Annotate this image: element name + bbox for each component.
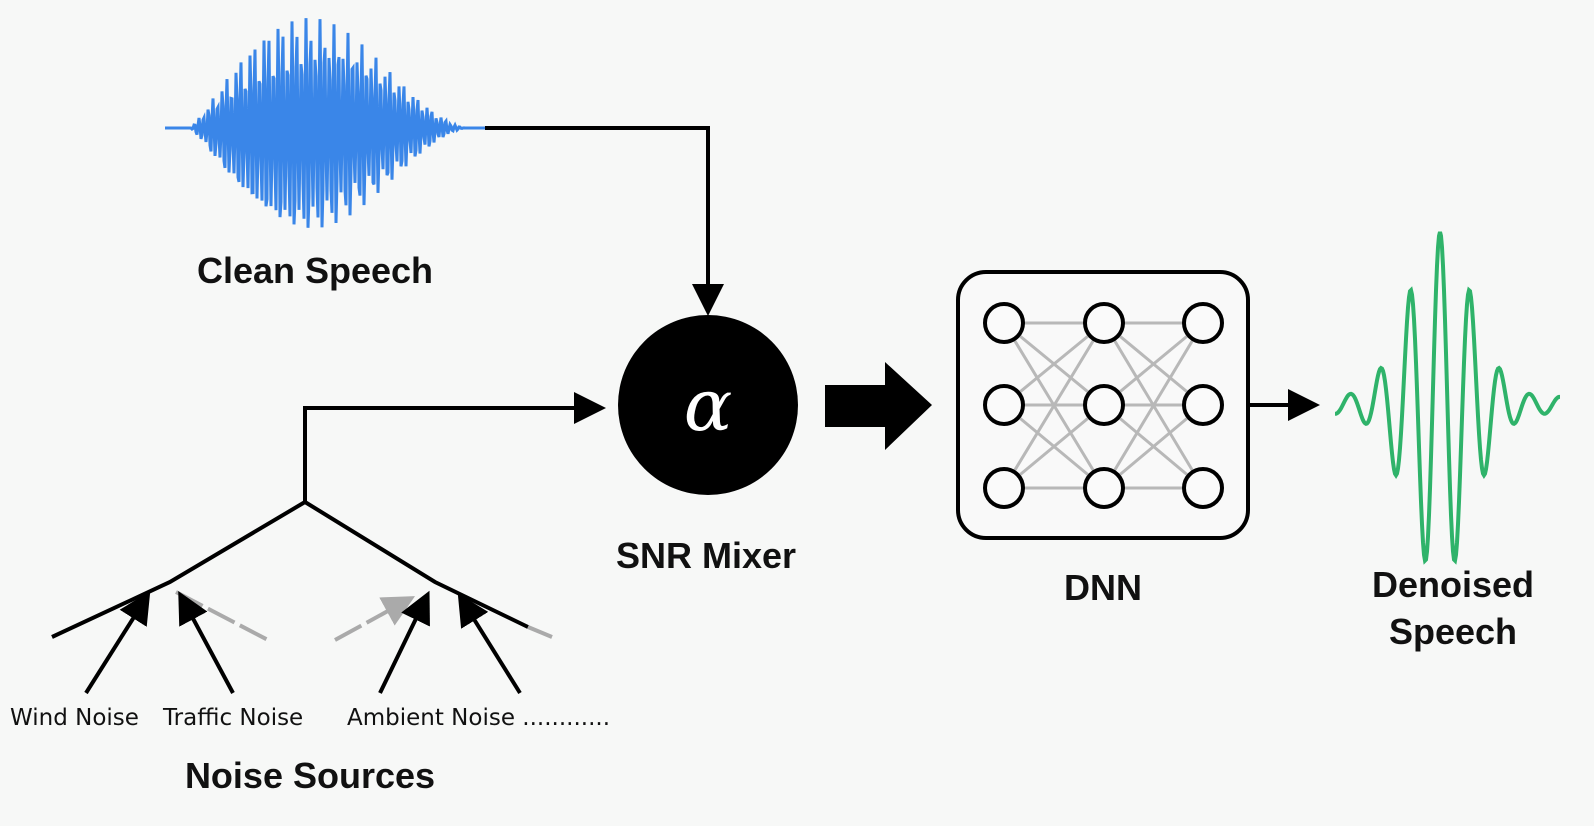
dnn-connection [1102, 322, 1205, 489]
dnn-node [1083, 467, 1125, 509]
alpha-symbol: α [684, 363, 733, 447]
dnn-connection [1002, 322, 1106, 489]
snr-mixer-circle [618, 315, 798, 495]
wind-noise-label: Wind Noise [10, 705, 139, 731]
clean-wave-line [165, 18, 485, 228]
snr-mixer-label: SNR Mixer [616, 535, 796, 576]
denoised-speech-waveform [1335, 231, 1560, 565]
denoised-label-line2: Speech [1389, 611, 1517, 652]
clean-to-mixer-arrow [485, 126, 724, 316]
denoised-wave-line [1335, 231, 1560, 565]
dnn-connection [1103, 403, 1204, 490]
dnn-node [1182, 384, 1224, 426]
dnn-connection [1003, 403, 1105, 490]
dnn-label: DNN [1064, 567, 1142, 608]
dnn-connection [1103, 321, 1204, 407]
ambient-noise-label: Ambient Noise ............ [347, 705, 610, 731]
traffic-noise-label: Traffic Noise [162, 705, 303, 731]
dnn-node [1083, 384, 1125, 426]
clean-speech-waveform [165, 18, 485, 228]
denoised-label-line1: Denoised [1372, 564, 1534, 605]
dnn-node [983, 384, 1025, 426]
noise-sources-label: Noise Sources [185, 755, 435, 796]
dnn-network [983, 302, 1224, 509]
dnn-node [1182, 302, 1224, 344]
mixer-to-dnn-arrow [825, 362, 932, 450]
noise-tree [51, 392, 606, 695]
dnn-node [983, 302, 1025, 344]
dnn-node [1083, 302, 1125, 344]
clean-speech-label: Clean Speech [197, 250, 433, 291]
dnn-connection [1003, 321, 1105, 407]
dnn-node [1182, 467, 1224, 509]
dnn-node [983, 467, 1025, 509]
